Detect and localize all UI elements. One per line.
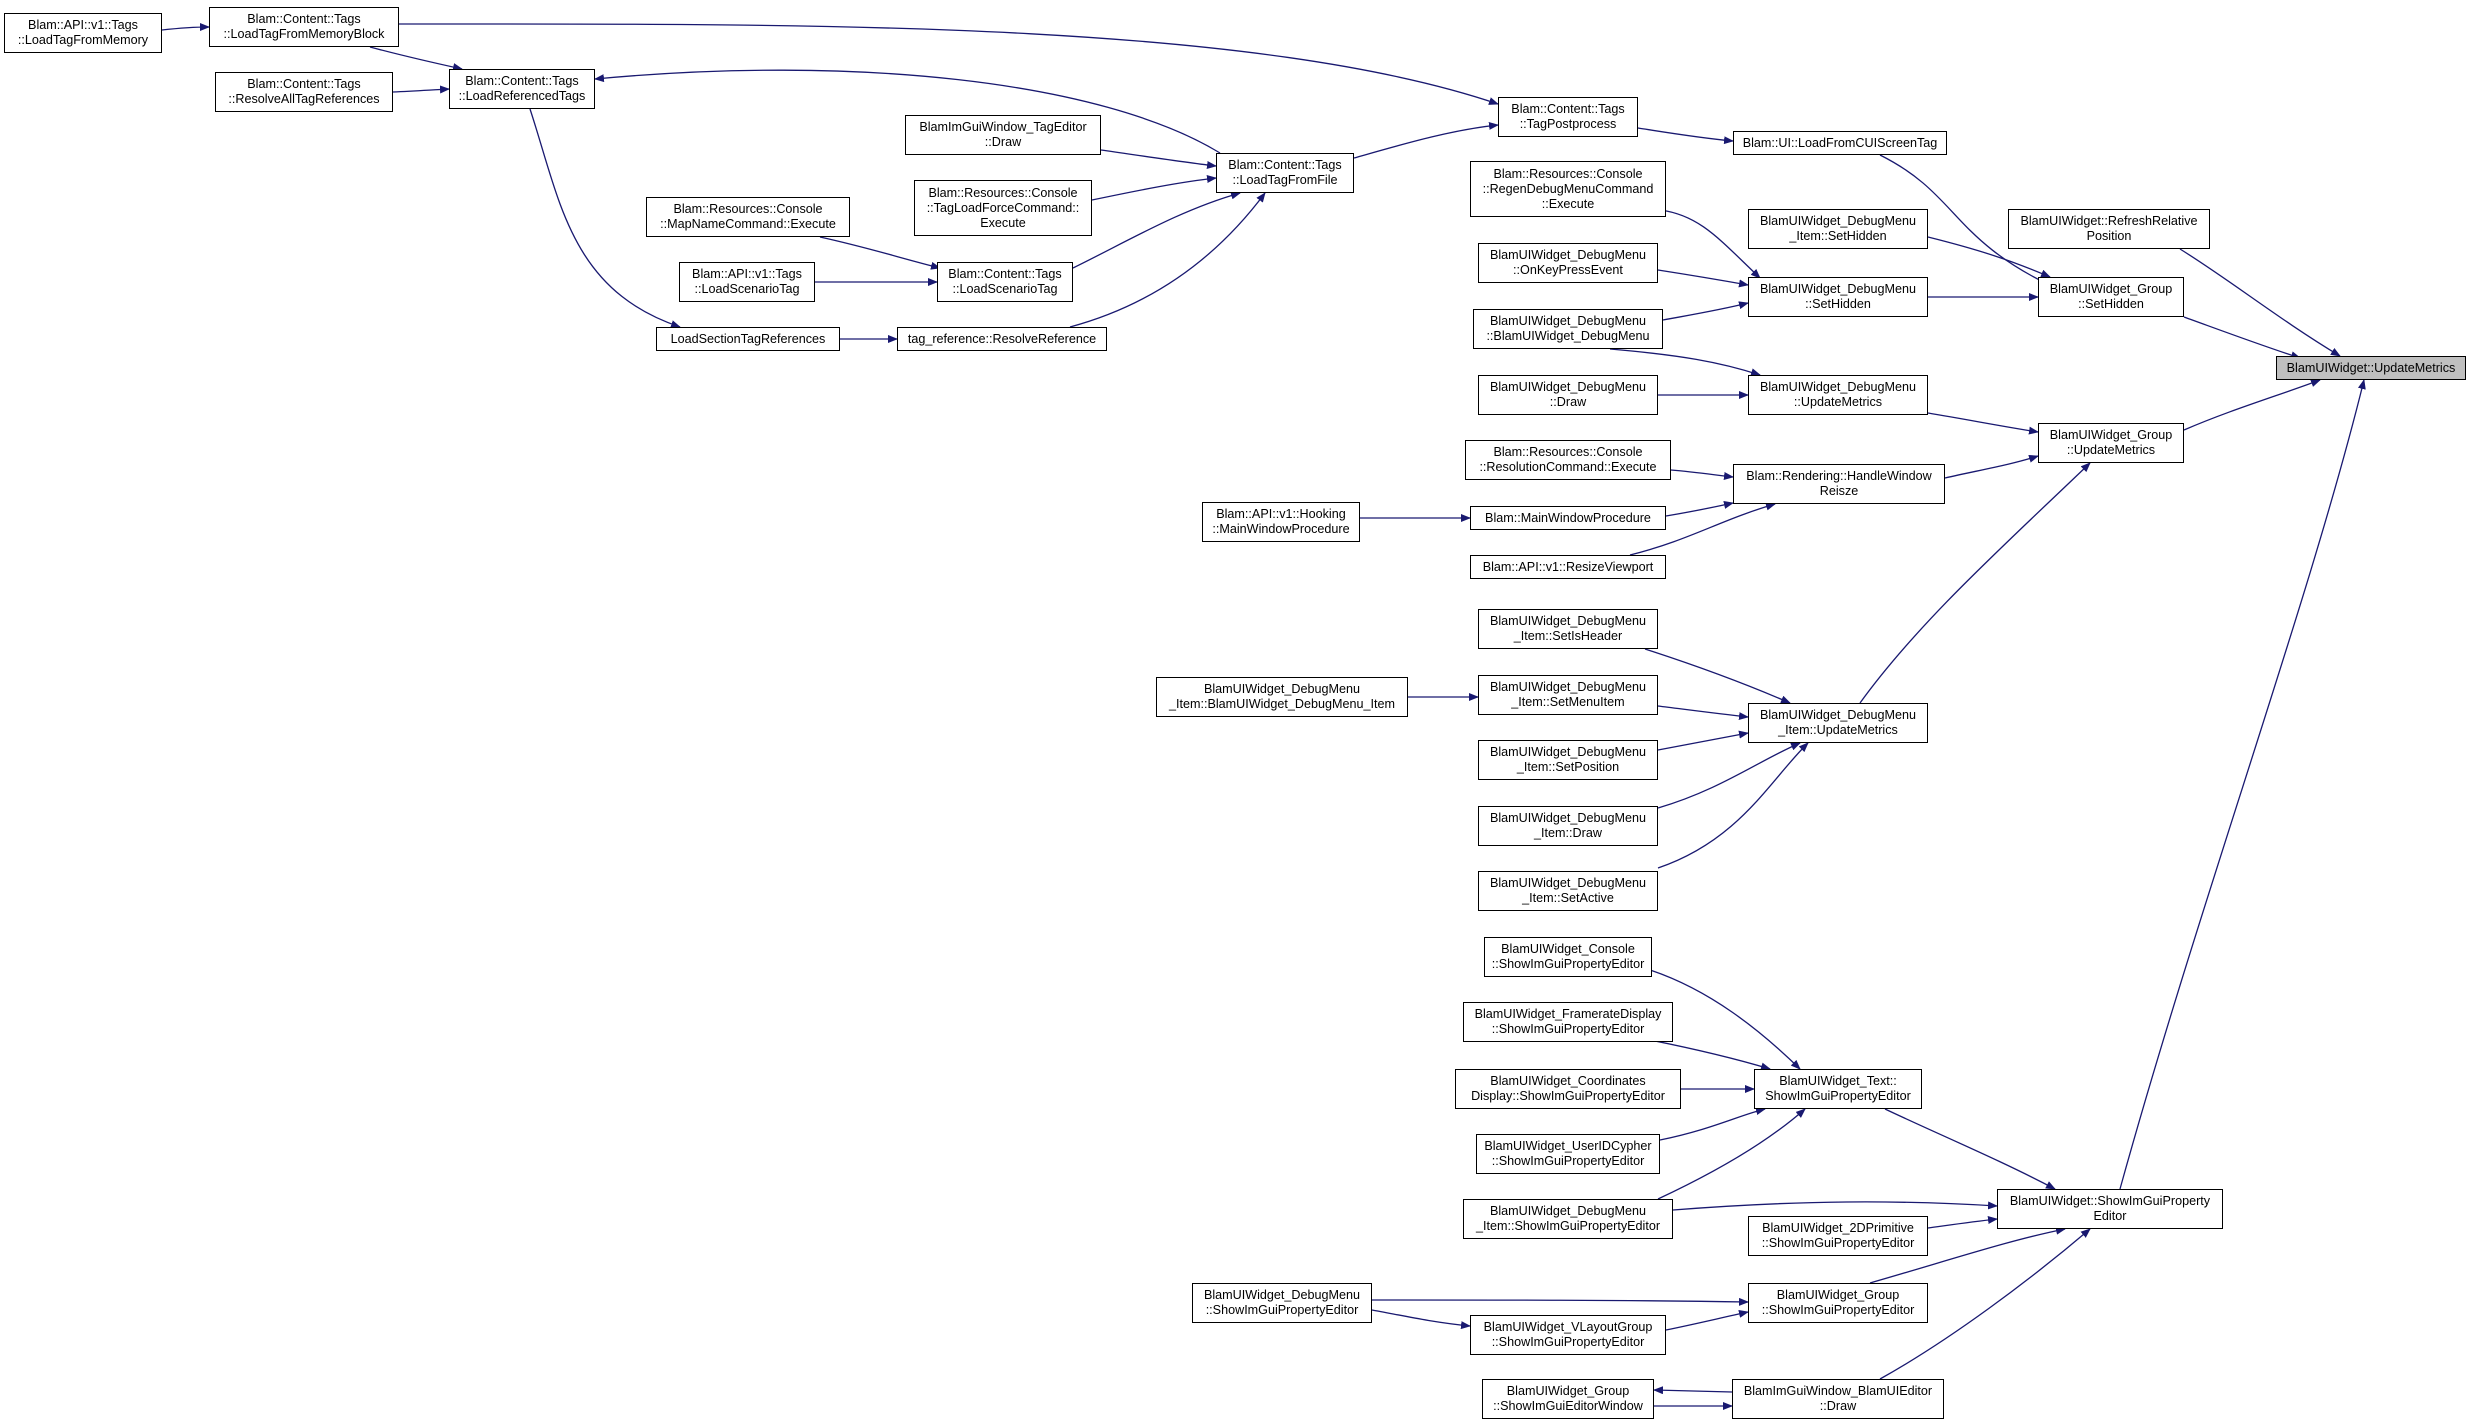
edge-loadtagfromfile-to-tagpostprocess xyxy=(1353,121,1499,159)
node-tageditor-draw[interactable]: BlamImGuiWindow_TagEditor ::Draw xyxy=(905,115,1101,155)
node-dmi-setmenuitem[interactable]: BlamUIWidget_DebugMenu _Item::SetMenuIte… xyxy=(1478,675,1658,715)
node-dm-sethidden[interactable]: BlamUIWidget_DebugMenu ::SetHidden xyxy=(1748,277,1928,317)
node-api-loadfrommem[interactable]: Blam::API::v1::Tags ::LoadTagFromMemory xyxy=(4,13,162,53)
node-coords[interactable]: BlamUIWidget_Coordinates Display::ShowIm… xyxy=(1455,1069,1681,1109)
node-handleresize[interactable]: Blam::Rendering::HandleWindow Reisze xyxy=(1733,464,1945,504)
node-useridcypher[interactable]: BlamUIWidget_UserIDCypher ::ShowImGuiPro… xyxy=(1476,1134,1660,1174)
node-hooking-mwp[interactable]: Blam::API::v1::Hooking ::MainWindowProce… xyxy=(1202,502,1360,542)
edge-dm_showimgui-to-grp_showimgui xyxy=(1371,1297,1749,1306)
edge-dmi_showimgui-to-text_showimgui xyxy=(1657,1108,1806,1200)
edge-loadfromcui-to-grp_sethidden xyxy=(1879,154,2061,291)
edge-resizevp-to-handleresize xyxy=(1629,502,1776,556)
node-dm-onkey[interactable]: BlamUIWidget_DebugMenu ::OnKeyPressEvent xyxy=(1478,243,1658,283)
node-api-loadscenario[interactable]: Blam::API::v1::Tags ::LoadScenarioTag xyxy=(679,262,815,302)
edge-loadscenario_tags-to-loadtagfromfile xyxy=(1072,191,1241,269)
edge-dmi_updmet-to-grp_updmet xyxy=(1859,462,2091,704)
edge-dm_ctor-to-dm_updmet xyxy=(1609,348,1761,377)
node-showimgui[interactable]: BlamUIWidget::ShowImGuiProperty Editor xyxy=(1997,1189,2223,1229)
edge-dm_ctor-to-dm_sethidden xyxy=(1662,301,1749,321)
node-grp-sethidden[interactable]: BlamUIWidget_Group ::SetHidden xyxy=(2038,277,2184,317)
node-loadtagfromfile[interactable]: Blam::Content::Tags ::LoadTagFromFile xyxy=(1216,153,1354,193)
node-grp-updmet[interactable]: BlamUIWidget_Group ::UpdateMetrics xyxy=(2038,423,2184,463)
node-resizevp[interactable]: Blam::API::v1::ResizeViewport xyxy=(1470,555,1666,579)
node-mapname[interactable]: Blam::Resources::Console ::MapNameComman… xyxy=(646,197,850,237)
node-dmi-setpos[interactable]: BlamUIWidget_DebugMenu _Item::SetPositio… xyxy=(1478,740,1658,780)
node-dm-ctor[interactable]: BlamUIWidget_DebugMenu ::BlamUIWidget_De… xyxy=(1473,309,1663,349)
edge-dmi_setpos-to-dmi_updmet xyxy=(1657,730,1749,751)
edge-useridcypher-to-text_showimgui xyxy=(1659,1107,1766,1141)
node-resolveall[interactable]: Blam::Content::Tags ::ResolveAllTagRefer… xyxy=(215,72,393,112)
edge-dm_updmet-to-grp_updmet xyxy=(1927,412,2039,435)
node-vlayout[interactable]: BlamUIWidget_VLayoutGroup ::ShowImGuiPro… xyxy=(1470,1315,1666,1355)
edge-refreshrel-to-target xyxy=(2179,248,2341,357)
node-console-showimgui[interactable]: BlamUIWidget_Console ::ShowImGuiProperty… xyxy=(1484,937,1652,977)
edge-vlayout-to-grp_showimgui xyxy=(1665,1309,1749,1331)
node-mainwndproc[interactable]: Blam::MainWindowProcedure xyxy=(1470,506,1666,530)
node-dm-showimgui[interactable]: BlamUIWidget_DebugMenu ::ShowImGuiProper… xyxy=(1192,1283,1372,1323)
node-text-showimgui[interactable]: BlamUIWidget_Text:: ShowImGuiPropertyEdi… xyxy=(1754,1069,1922,1109)
edge-text_showimgui-to-showimgui xyxy=(1884,1108,2056,1190)
node-dmi-setactive[interactable]: BlamUIWidget_DebugMenu _Item::SetActive xyxy=(1478,871,1658,911)
edge-dmi_draw-to-dmi_updmet xyxy=(1657,742,1801,809)
edge-tagpostprocess-to-loadfromcui xyxy=(1637,127,1734,145)
node-loadsection[interactable]: LoadSectionTagReferences xyxy=(656,327,840,351)
edge-loadrefd-to-loadsection xyxy=(529,108,681,328)
node-dmi-draw[interactable]: BlamUIWidget_DebugMenu _Item::Draw xyxy=(1478,806,1658,846)
node-loadrefd[interactable]: Blam::Content::Tags ::LoadReferencedTags xyxy=(449,69,595,109)
node-rescmd[interactable]: Blam::Resources::Console ::ResolutionCom… xyxy=(1465,440,1671,480)
edge-dmi_showimgui-to-showimgui xyxy=(1672,1201,1998,1211)
edge-framerate-to-text_showimgui xyxy=(1649,1039,1771,1071)
edge-loadtagfromfile-to-loadrefd xyxy=(594,69,1221,154)
edge-showimgui-to-target xyxy=(2119,379,2366,1190)
edge-rescmd-to-handleresize xyxy=(1670,469,1734,480)
node-grp-showimgui[interactable]: BlamUIWidget_Group ::ShowImGuiPropertyEd… xyxy=(1748,1283,1928,1323)
node-tagpostprocess[interactable]: Blam::Content::Tags ::TagPostprocess xyxy=(1498,97,1638,137)
edge-tageditor_draw-to-loadtagfromfile xyxy=(1100,149,1217,169)
edge-2dprim-to-showimgui xyxy=(1927,1216,1998,1229)
node-resolveref[interactable]: tag_reference::ResolveReference xyxy=(897,327,1107,351)
edge-grp_showimgui-to-showimgui xyxy=(1869,1226,2066,1284)
node-refreshrel[interactable]: BlamUIWidget::RefreshRelative Position xyxy=(2008,209,2210,249)
node-dm-updmet[interactable]: BlamUIWidget_DebugMenu ::UpdateMetrics xyxy=(1748,375,1928,415)
node-loadscenario-tags[interactable]: Blam::Content::Tags ::LoadScenarioTag xyxy=(937,262,1073,302)
node-2dprim[interactable]: BlamUIWidget_2DPrimitive ::ShowImGuiProp… xyxy=(1748,1216,1928,1256)
edge-imguiwin_draw-to-showimgui xyxy=(1879,1228,2091,1380)
edge-dmi_setactive-to-dmi_updmet xyxy=(1657,742,1809,869)
edge-loadfrommemblock-to-tagpostprocess xyxy=(398,23,1499,105)
node-regendebug[interactable]: Blam::Resources::Console ::RegenDebugMen… xyxy=(1470,161,1666,217)
node-dmi-updmet[interactable]: BlamUIWidget_DebugMenu _Item::UpdateMetr… xyxy=(1748,703,1928,743)
edge-mapname-to-loadscenario_tags xyxy=(819,236,941,270)
edge-mainwndproc-to-handleresize xyxy=(1665,501,1734,517)
edge-resolveall-to-loadrefd xyxy=(392,85,450,94)
node-dmi-setisheader[interactable]: BlamUIWidget_DebugMenu _Item::SetIsHeade… xyxy=(1478,609,1658,649)
node-dmi-ctor[interactable]: BlamUIWidget_DebugMenu _Item::BlamUIWidg… xyxy=(1156,677,1408,717)
edge-regendebug-to-dm_sethidden xyxy=(1659,209,1761,279)
node-target[interactable]: BlamUIWidget::UpdateMetrics xyxy=(2276,356,2466,380)
node-dm-draw[interactable]: BlamUIWidget_DebugMenu ::Draw xyxy=(1478,375,1658,415)
edge-resolveref-to-loadtagfromfile xyxy=(1069,192,1266,328)
node-framerate[interactable]: BlamUIWidget_FramerateDisplay ::ShowImGu… xyxy=(1463,1002,1673,1042)
node-loadfromcui[interactable]: Blam::UI::LoadFromCUIScreenTag xyxy=(1733,131,1947,155)
edge-tagloadforce-to-loadtagfromfile xyxy=(1091,175,1217,201)
node-tagloadforce[interactable]: Blam::Resources::Console ::TagLoadForceC… xyxy=(914,180,1092,236)
edge-grp_updmet-to-target xyxy=(2183,379,2321,431)
edge-dm_showimgui-to-vlayout xyxy=(1371,1309,1471,1330)
node-dmi-showimgui[interactable]: BlamUIWidget_DebugMenu _Item::ShowImGuiP… xyxy=(1463,1199,1673,1239)
node-grp-showeditorwin[interactable]: BlamUIWidget_Group ::ShowImGuiEditorWind… xyxy=(1482,1379,1654,1419)
edge-grp_sethidden-to-target xyxy=(2183,316,2301,360)
edge-dm_item_sethidden-to-grp_sethidden xyxy=(1927,236,2051,278)
edge-loadfrommemblock-to-loadrefd xyxy=(369,46,463,71)
edge-console_showimgui-to-text_showimgui xyxy=(1649,969,1801,1070)
edge-dmi_setmenuitem-to-dmi_updmet xyxy=(1657,705,1749,721)
edge-dmi_setisheader-to-dmi_updmet xyxy=(1644,648,1791,704)
edge-dm_onkey-to-dm_sethidden xyxy=(1657,269,1749,288)
edge-api_loadfrommem-to-loadfrommemblock xyxy=(161,23,210,32)
node-dm-item-sethidden[interactable]: BlamUIWidget_DebugMenu _Item::SetHidden xyxy=(1748,209,1928,249)
edge-handleresize-to-grp_updmet xyxy=(1944,454,2039,479)
edge-imguiwin_draw-to-grp_showeditorwin xyxy=(1653,1386,1733,1395)
node-loadfrommemblock[interactable]: Blam::Content::Tags ::LoadTagFromMemoryB… xyxy=(209,7,399,47)
node-imguiwin-draw[interactable]: BlamImGuiWindow_BlamUIEditor ::Draw xyxy=(1732,1379,1944,1419)
